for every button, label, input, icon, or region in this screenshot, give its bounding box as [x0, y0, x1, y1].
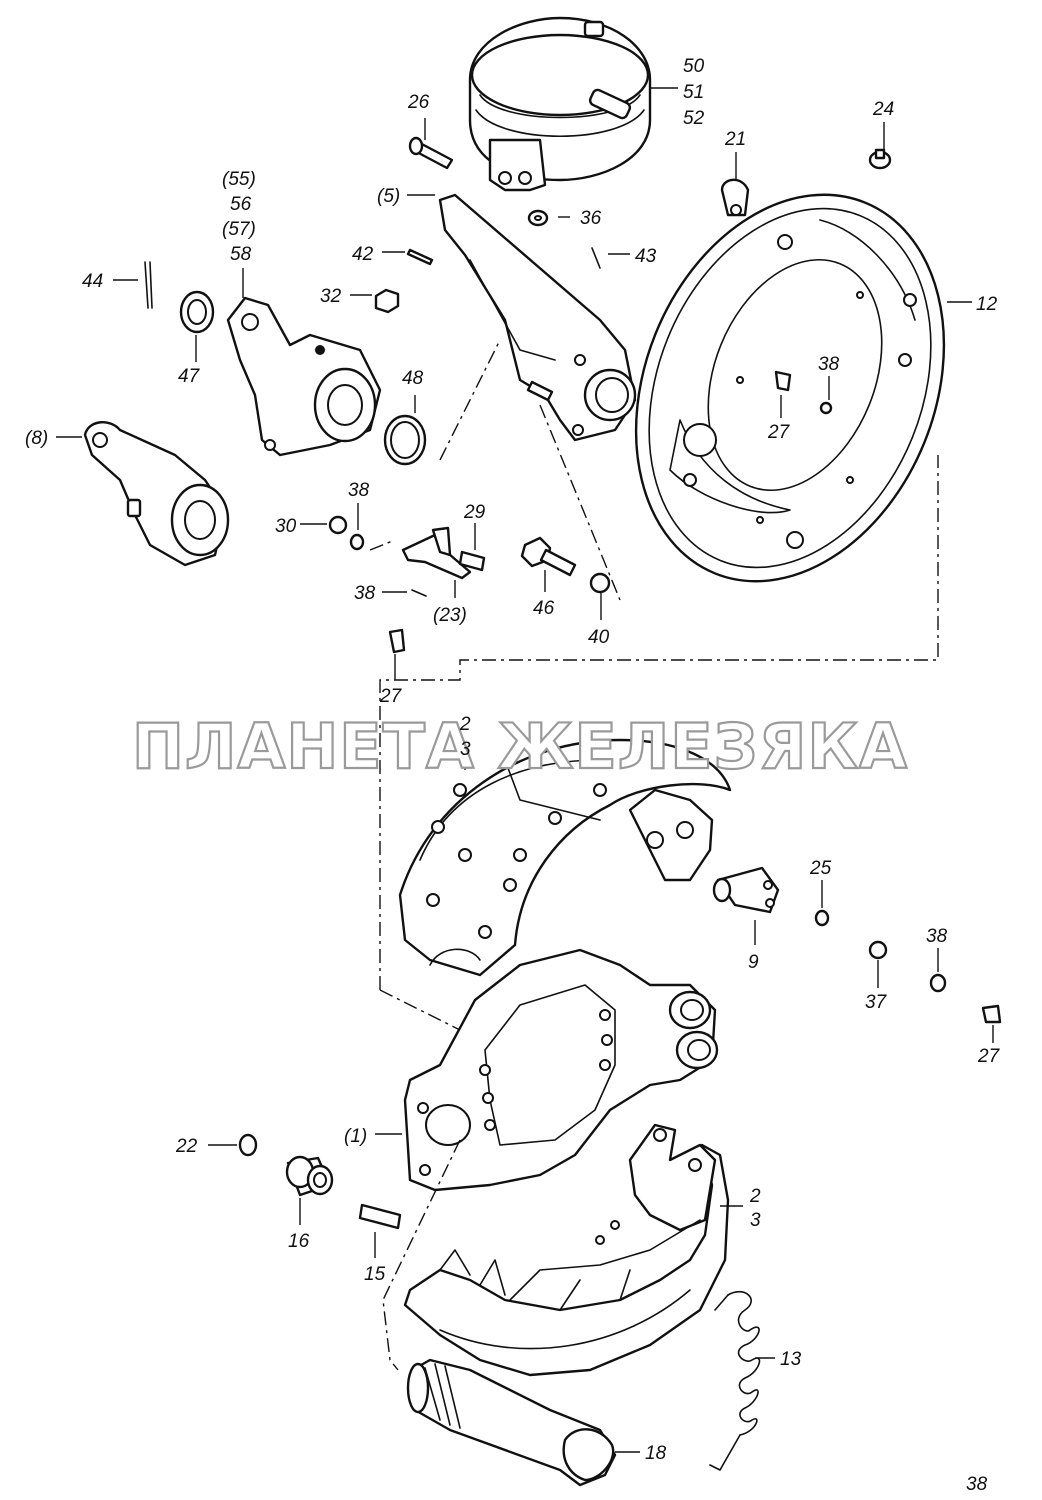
label-29: 29: [463, 502, 486, 523]
label-2-upper: 2: [459, 714, 471, 735]
washer-38-right: [929, 973, 947, 993]
flat-washer: [589, 572, 611, 594]
washer-37: [868, 940, 888, 960]
slack-adjuster-alt: [83, 421, 230, 567]
label-44: 44: [82, 271, 103, 292]
label-3-lower: 3: [750, 1210, 761, 1231]
label-27-plate: 27: [767, 422, 791, 443]
split-pin: [144, 261, 153, 309]
nut-small: [328, 515, 348, 535]
nut-38-plate: [819, 401, 833, 415]
label-21: 21: [724, 129, 746, 150]
label-13: 13: [780, 1349, 802, 1370]
camshaft-bracket: [438, 193, 637, 442]
bolt-small: [458, 550, 486, 572]
brake-shoe-upper: [398, 738, 732, 977]
label-1: (1): [344, 1126, 367, 1147]
label-58: 58: [230, 244, 252, 265]
label-38-upper: 38: [348, 480, 370, 501]
bolt-27-left: [388, 628, 406, 654]
label-42: 42: [352, 244, 374, 265]
anchor-pin: [712, 866, 780, 914]
label-22: 22: [175, 1136, 198, 1157]
callout-labels: 50 51 52 26 21 24 (55) 56 (57) 58 (5) 36…: [25, 56, 1001, 1495]
label-52: 52: [683, 108, 705, 129]
brake-shoe-lower: [403, 1123, 730, 1377]
label-51: 51: [683, 82, 704, 103]
leader-lines: [56, 87, 994, 1453]
lock-washer: [349, 533, 365, 551]
cotter-pin: [591, 247, 601, 269]
flange-bolt: [520, 536, 577, 577]
slack-adjuster: [226, 296, 382, 457]
sensor-bracket: [401, 526, 472, 580]
label-25: 25: [809, 858, 832, 879]
label-46: 46: [533, 598, 555, 619]
return-spring: [709, 1290, 761, 1471]
label-43: 43: [635, 246, 657, 267]
assembly-lines: [369, 339, 939, 1371]
watermark: ПЛАНЕТА ЖЕЛЕЗЯКА: [132, 710, 908, 783]
label-16: 16: [288, 1231, 310, 1252]
label-38-lower: 38: [354, 583, 376, 604]
label-23: (23): [433, 605, 467, 626]
roller-pin: [358, 1203, 402, 1230]
clevis-pin: [408, 136, 454, 170]
lock-plate: [720, 178, 750, 217]
label-30: 30: [275, 516, 297, 537]
label-55: (55): [222, 169, 256, 190]
label-5: (5): [377, 186, 400, 207]
label-3-upper: 3: [460, 739, 471, 760]
brake-spider: [403, 948, 719, 1192]
plug: [868, 148, 892, 170]
label-32: 32: [320, 286, 342, 307]
o-ring: [238, 1133, 258, 1157]
grease-fitting: [814, 909, 830, 927]
label-36: 36: [580, 208, 602, 229]
label-37: 37: [865, 992, 888, 1013]
label-9: 9: [748, 952, 759, 973]
label-48: 48: [402, 368, 424, 389]
bolt-27-plate: [774, 370, 792, 392]
label-47: 47: [178, 366, 201, 387]
brake-camshaft: [406, 1358, 617, 1487]
label-50: 50: [683, 56, 705, 77]
label-2-lower: 2: [749, 1186, 761, 1207]
washer-hole: [534, 215, 542, 221]
spring-washer: [411, 589, 427, 597]
label-38-right: 38: [926, 926, 948, 947]
spring-pin: [406, 248, 434, 266]
brake-chamber: [468, 16, 652, 192]
hex-nut: [374, 288, 400, 314]
label-38-plate: 38: [818, 354, 840, 375]
label-15: 15: [364, 1264, 386, 1285]
label-18: 18: [645, 1443, 667, 1464]
backing-plate: [634, 193, 946, 583]
label-38-bottom: 38: [966, 1474, 988, 1495]
label-8: (8): [25, 428, 48, 449]
label-56: 56: [230, 194, 252, 215]
label-26: 26: [407, 92, 430, 113]
seal-ring-hole: [390, 421, 420, 459]
thrust-washer-hole: [187, 299, 207, 325]
label-12: 12: [976, 294, 998, 315]
label-57: (57): [222, 219, 256, 240]
label-40: 40: [588, 627, 610, 648]
bushing: [285, 1155, 334, 1197]
bolt-27-right: [981, 1004, 1002, 1024]
label-24: 24: [872, 99, 894, 120]
label-27-right: 27: [977, 1046, 1001, 1067]
label-27-left: 27: [379, 686, 403, 707]
